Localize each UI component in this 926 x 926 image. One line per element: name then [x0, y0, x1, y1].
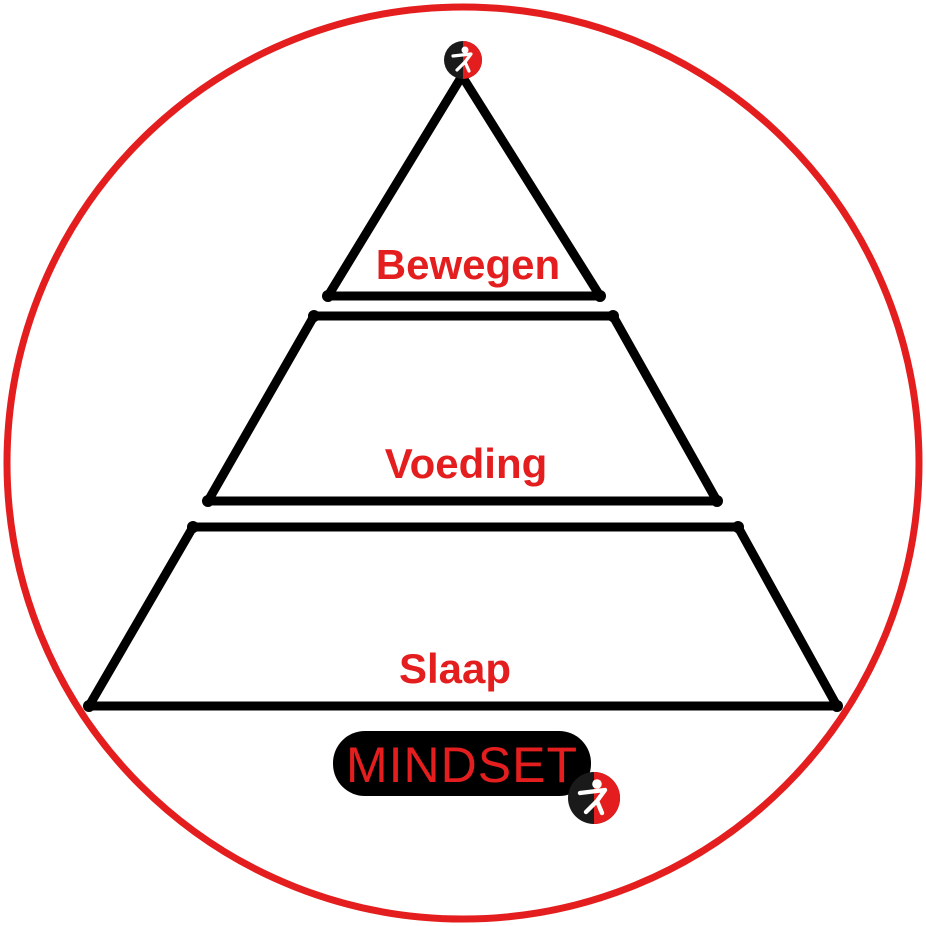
outer-ring [3, 3, 923, 923]
mindset-pill [333, 731, 591, 796]
mindset-label: MINDSET [346, 737, 578, 793]
runner-logo-icon [444, 41, 482, 79]
layer-label-slaap: Slaap [399, 645, 511, 692]
runner-logo-icon [568, 772, 620, 824]
layer-middle-nodes [202, 310, 723, 507]
layer-top-nodes [322, 290, 606, 302]
layer-label-bewegen: Bewegen [376, 241, 560, 288]
layer-label-voeding: Voeding [385, 440, 548, 487]
layer-bottom-nodes [83, 521, 843, 712]
